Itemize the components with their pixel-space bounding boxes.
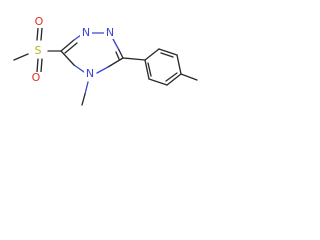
oxygen-bottom-label: O (32, 71, 41, 84)
oxygen-bottom-label-bg (30, 72, 42, 84)
phenyl-bond-2 (158, 48, 178, 56)
ring-bond-n4-c5-n (73, 64, 85, 73)
phenyl-bond-6 (144, 59, 150, 80)
nitrogen-4-label: N (86, 67, 94, 80)
phenyl-inner-double-bond-2 (165, 72, 178, 82)
phenyl-bond-4 (166, 73, 182, 86)
molecule-canvas: O S O N N N (0, 0, 216, 138)
ring-bond-c3-n4-n (96, 66, 109, 74)
sulfur-label: S (35, 44, 42, 57)
phenyl-bond-3 (176, 54, 182, 75)
ring-bond-n2-c3-n (112, 38, 120, 51)
nitrogen-1-label: N (82, 26, 90, 39)
ring-double-bond-n2-c3 (115, 51, 120, 60)
ring-bond-c3-n4 (107, 57, 124, 68)
sulfonyl-oxygen-bond-bottom-1 (36, 58, 39, 73)
ring-bond-n2-c3 (118, 49, 124, 59)
oxygen-top-label-bg (33, 16, 45, 28)
sulfur-label-bg (31, 44, 45, 58)
nitrogen-2-label-bg (104, 25, 116, 39)
sulfonyl-oxygen-bond-top-2 (40, 27, 43, 41)
nitrogen-4-label-bg (84, 66, 96, 80)
n-methyl-bond (81, 93, 86, 106)
phenyl-inner-double-bond-3 (147, 62, 152, 77)
sulfur-methyl-bond (13, 53, 29, 61)
phenyl-inner-double-bond-1 (160, 52, 174, 58)
ring-double-bond-c5-n1 (64, 42, 78, 54)
phenyl-bond-1 (144, 48, 160, 61)
n-methyl-bond-n (84, 81, 89, 95)
phenyl-bond-5 (148, 78, 168, 86)
triazole-phenyl-bond (122, 57, 146, 61)
sulfonyl-oxygen-bond-top-1 (36, 27, 39, 41)
ring-bond-c5-n1-n (73, 34, 82, 41)
para-methyl-bond (180, 73, 198, 81)
molecule-structure: O S O N N N (13, 15, 198, 106)
ring-bond-n4-c5 (60, 50, 75, 66)
nitrogen-1-label-bg (80, 25, 92, 39)
ring-bond-c5-n1-part (60, 39, 75, 52)
nitrogen-2-label: N (106, 26, 114, 39)
sulfonyl-oxygen-bond-bottom-2 (40, 58, 43, 73)
oxygen-top-label: O (35, 15, 44, 28)
